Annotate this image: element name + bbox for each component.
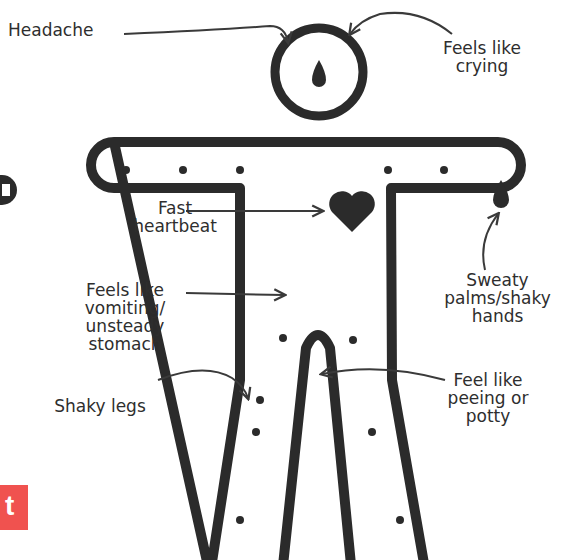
symptom-label: Headache	[8, 22, 128, 40]
heart-symbol	[329, 191, 375, 232]
symptom-label: Feel like peeing or potty	[438, 372, 538, 426]
symptom-label: Shaky legs	[40, 398, 160, 416]
side-icon	[0, 175, 17, 205]
body-dots	[236, 334, 404, 524]
tear-drop	[312, 60, 326, 87]
sweat-drop	[493, 180, 509, 208]
arm-dots	[122, 166, 448, 174]
symptom-label: Feels like crying	[432, 40, 532, 76]
symptom-label: Sweaty palms/shaky hands	[440, 272, 555, 326]
symptom-label: Feels like vomiting/ unsteady stomach	[50, 282, 200, 353]
symptom-label: Fast heartbeat	[125, 200, 225, 236]
side-icon-glyph	[2, 184, 10, 196]
leader-lines	[124, 13, 498, 398]
tag-letter: t	[5, 490, 35, 522]
